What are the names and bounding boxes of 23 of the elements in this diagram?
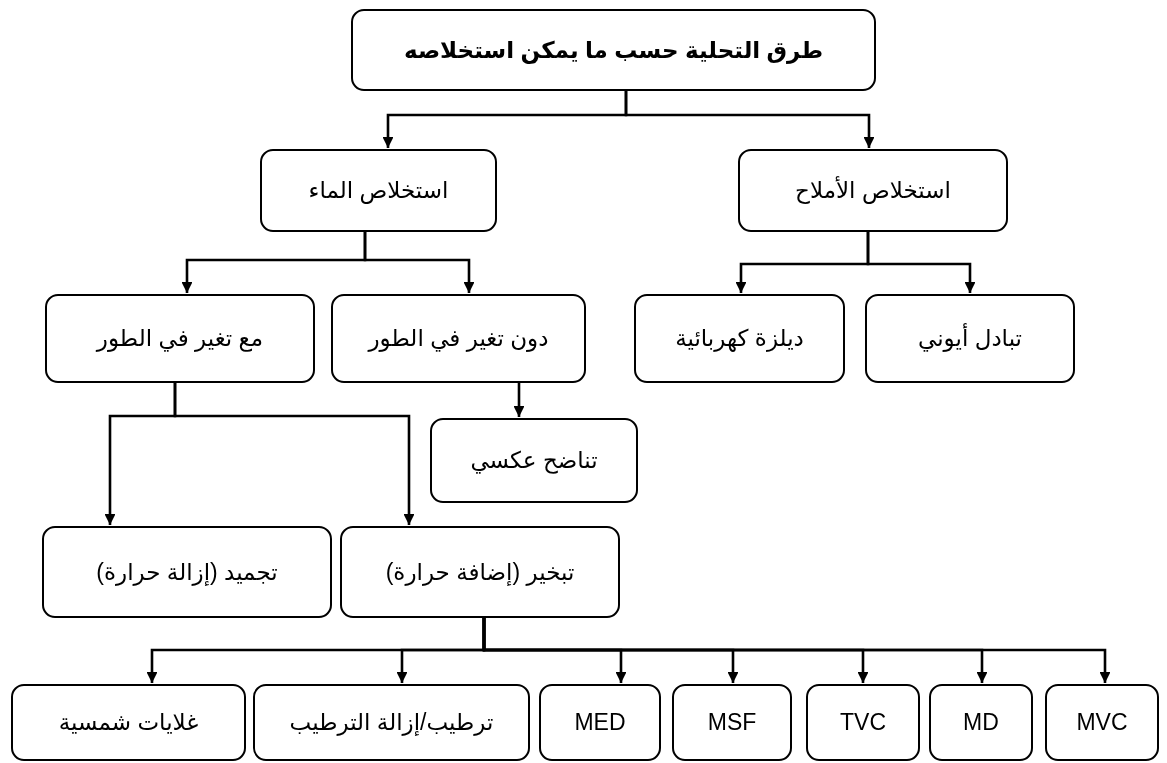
- process-box: تبادل أيوني: [865, 294, 1075, 383]
- arrow: [866, 232, 976, 293]
- process-box: MED: [539, 684, 661, 761]
- process-box: تناضح عكسي: [430, 418, 638, 503]
- process-box: MD: [929, 684, 1033, 761]
- arrow: [173, 383, 415, 525]
- arrow: [624, 91, 875, 148]
- arrow: [363, 232, 475, 293]
- process-box: ترطيب/إزالة الترطيب: [253, 684, 530, 761]
- process-box: غلايات شمسية: [11, 684, 246, 761]
- arrow: [513, 383, 525, 417]
- arrow: [482, 618, 1111, 683]
- process-box: تبخير (إضافة حرارة): [340, 526, 620, 618]
- title-box: طرق التحلية حسب ما يمكن استخلاصه: [351, 9, 876, 91]
- process-box: استخلاص الأملاح: [738, 149, 1008, 232]
- process-box: تجميد (إزالة حرارة): [42, 526, 332, 618]
- process-box: MVC: [1045, 684, 1159, 761]
- process-box: استخلاص الماء: [260, 149, 497, 232]
- process-box: TVC: [806, 684, 920, 761]
- process-box: ديلزة كهربائية: [634, 294, 845, 383]
- process-box: MSF: [672, 684, 792, 761]
- process-box: مع تغير في الطور: [45, 294, 315, 383]
- process-box: دون تغير في الطور: [331, 294, 586, 383]
